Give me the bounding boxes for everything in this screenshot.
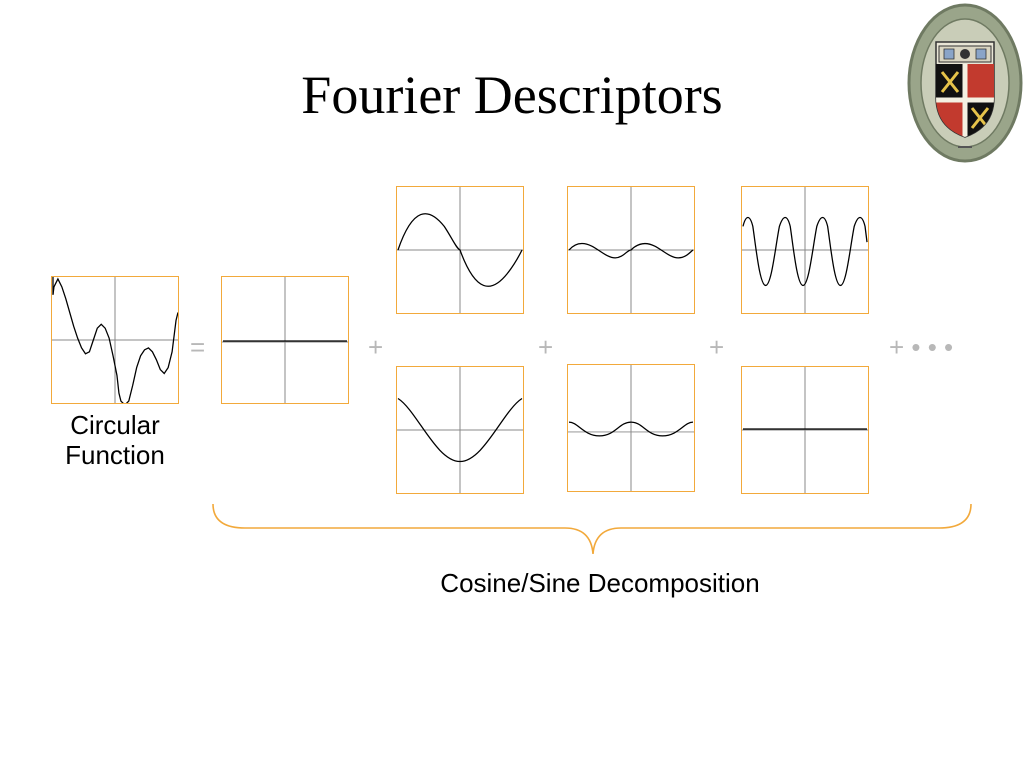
circular-function-caption: Circular Function: [40, 410, 190, 470]
plus-sign-1: +: [368, 332, 384, 362]
cosine-harmonic-1-plot: [396, 366, 524, 494]
plus-sign-2: +: [538, 332, 554, 362]
constant-term-plot: [221, 276, 349, 404]
cosine-harmonic-2-plot: [567, 364, 695, 492]
university-seal-icon: [907, 3, 1023, 163]
plus-sign-3: +: [709, 332, 725, 362]
sine-harmonic-1-plot: [396, 186, 524, 314]
sine-harmonic-3-plot: [741, 186, 869, 314]
plus-ellipsis: + • • •: [889, 332, 954, 362]
slide-title: Fourier Descriptors: [301, 65, 723, 125]
equals-sign: =: [190, 332, 206, 362]
circular-function-plot: [51, 276, 179, 404]
decomposition-brace: [212, 503, 972, 555]
decomposition-caption: Cosine/Sine Decomposition: [440, 568, 760, 598]
circular-caption-line2: Function: [65, 440, 165, 470]
cosine-harmonic-3-plot: [741, 366, 869, 494]
sine-harmonic-2-plot: [567, 186, 695, 314]
circular-caption-line1: Circular: [70, 410, 160, 440]
